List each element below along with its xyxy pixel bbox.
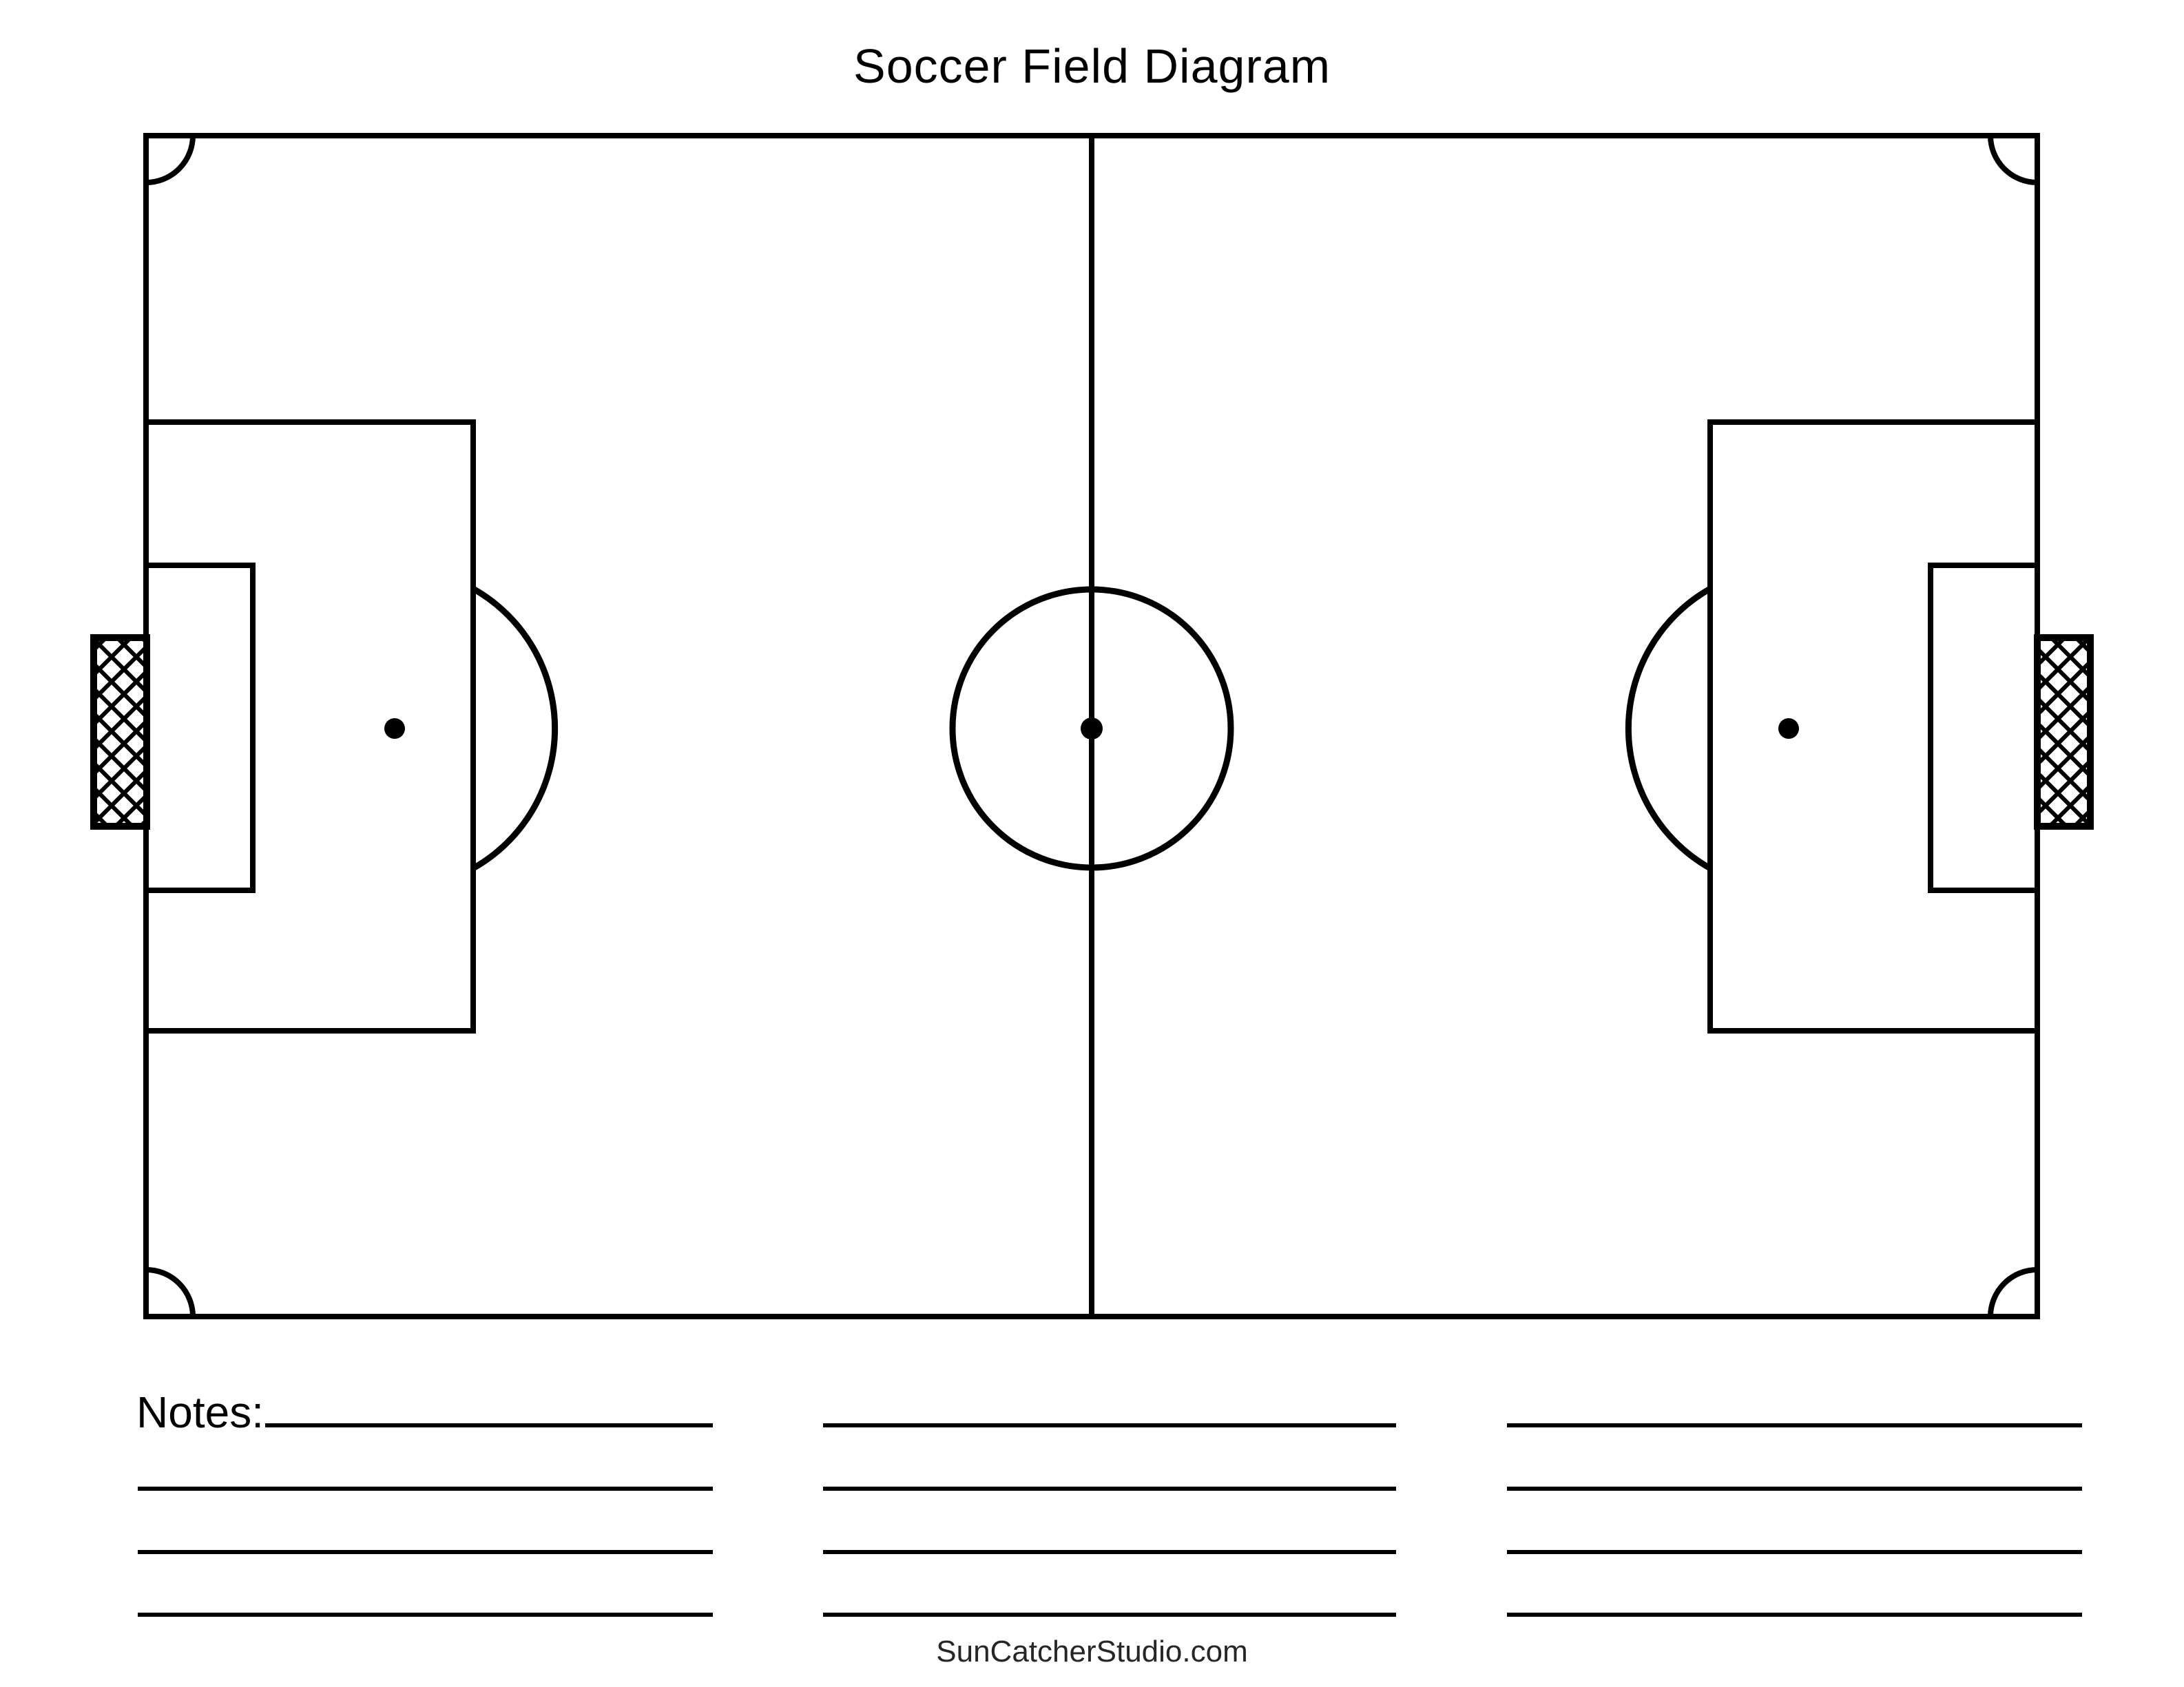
penalty-area-left xyxy=(143,419,476,1034)
center-circle xyxy=(949,586,1234,871)
goal-area-left xyxy=(143,563,256,893)
notes-line xyxy=(138,1550,713,1554)
footer-text: SunCatcherStudio.com xyxy=(936,1635,1248,1668)
corner-arc-bottom-right xyxy=(1988,1267,2038,1317)
penalty-area-right xyxy=(1707,419,2040,1034)
penalty-spot-right xyxy=(1778,718,1799,739)
center-spot xyxy=(1081,717,1103,740)
corner-arc-top-right xyxy=(1988,135,2038,185)
notes-line xyxy=(1507,1613,2082,1617)
notes-line xyxy=(1507,1487,2082,1491)
notes-line xyxy=(138,1487,713,1491)
notes-label: Notes: xyxy=(136,1387,264,1437)
corner-arc-top-left xyxy=(145,135,196,185)
notes-line xyxy=(823,1550,1396,1554)
penalty-arc-right xyxy=(1625,586,1712,871)
notes-line xyxy=(1507,1550,2082,1554)
corner-arc-bottom-left xyxy=(145,1267,196,1317)
penalty-spot-left xyxy=(384,718,405,739)
goal-right xyxy=(2034,634,2094,830)
notes-line xyxy=(265,1423,713,1427)
notes-line xyxy=(823,1487,1396,1491)
notes-line xyxy=(823,1613,1396,1617)
penalty-arc-left xyxy=(471,586,559,871)
notes-line xyxy=(138,1613,713,1617)
goal-left xyxy=(90,634,150,830)
notes-line xyxy=(823,1423,1396,1427)
notes-line xyxy=(1507,1423,2082,1427)
goal-area-right xyxy=(1928,563,2040,893)
page-title: Soccer Field Diagram xyxy=(853,39,1331,93)
